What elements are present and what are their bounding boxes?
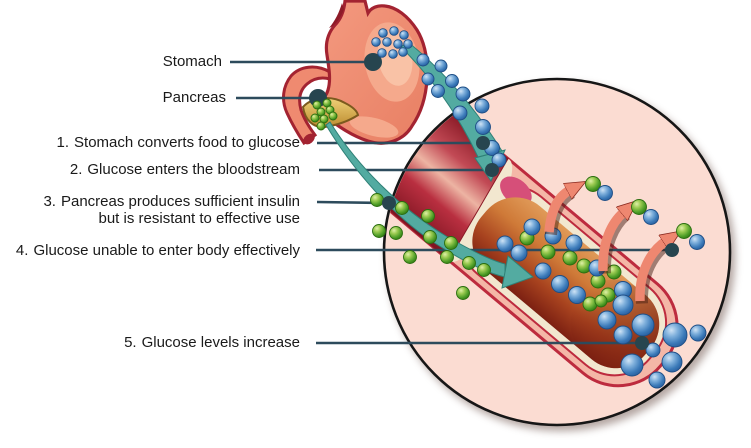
step-2-label: 2.Glucose enters the bloodstream bbox=[69, 161, 300, 179]
step-2-number: 2. bbox=[69, 161, 83, 178]
glucose-dots-stomach bbox=[371, 26, 413, 59]
pancreas-label: Pancreas bbox=[162, 89, 226, 106]
step-4-number: 4. bbox=[15, 242, 29, 259]
insulin-dots-vessel bbox=[519, 230, 622, 312]
insulin-dots-pancreas bbox=[310, 98, 338, 131]
step-5-number: 5. bbox=[124, 334, 137, 351]
cell-entry-arrow-2 bbox=[598, 212, 624, 272]
step-3-label: 3.Pancreas produces sufficient insulin b… bbox=[43, 193, 301, 227]
leader-dot-step-3 bbox=[382, 196, 396, 210]
insulin-dots-flow bbox=[370, 193, 491, 300]
cardia-shadow bbox=[329, 3, 344, 28]
insulin-arrowhead bbox=[501, 255, 534, 289]
step-1-text: Stomach converts food to glucose bbox=[74, 134, 300, 151]
cell-entry-arrow-3 bbox=[635, 241, 666, 302]
stomach-label: Stomach bbox=[162, 53, 222, 70]
step-3-text: Pancreas produces sufficient insulin bbox=[60, 193, 300, 210]
glucose-dots-vessel bbox=[496, 218, 707, 389]
duodenum-illustration bbox=[282, 65, 332, 146]
glucose-dots-flow bbox=[416, 53, 507, 168]
leader-dot-step-5 bbox=[635, 336, 649, 350]
leader-dot-step-2 bbox=[485, 163, 499, 177]
step-2-text: Glucose enters the bloodstream bbox=[87, 161, 300, 178]
step-1-number: 1. bbox=[56, 134, 70, 151]
cell-entry-arrows bbox=[544, 190, 668, 304]
insulin-flow-arrow bbox=[325, 121, 534, 289]
leader-dots bbox=[382, 136, 679, 350]
step-1-label: 1.Stomach converts food to glucose bbox=[56, 134, 300, 152]
step-5-label: 5.Glucose levels increase bbox=[124, 334, 300, 352]
step-5-text: Glucose levels increase bbox=[141, 334, 300, 351]
cell-entry-arrow-1 bbox=[544, 190, 570, 233]
step-4-text: Glucose unable to enter body effectively bbox=[33, 242, 300, 259]
step-4-label: 4.Glucose unable to enter body effective… bbox=[15, 242, 300, 260]
escaping-dot-pairs bbox=[585, 176, 705, 250]
step-3-number: 3. bbox=[43, 193, 56, 210]
step-3-text-line2: but is resistant to effective use bbox=[98, 209, 301, 227]
leader-dot-step-4 bbox=[665, 243, 679, 257]
leader-dot-stomach bbox=[364, 53, 382, 71]
leader-dot-step-1 bbox=[476, 136, 490, 150]
